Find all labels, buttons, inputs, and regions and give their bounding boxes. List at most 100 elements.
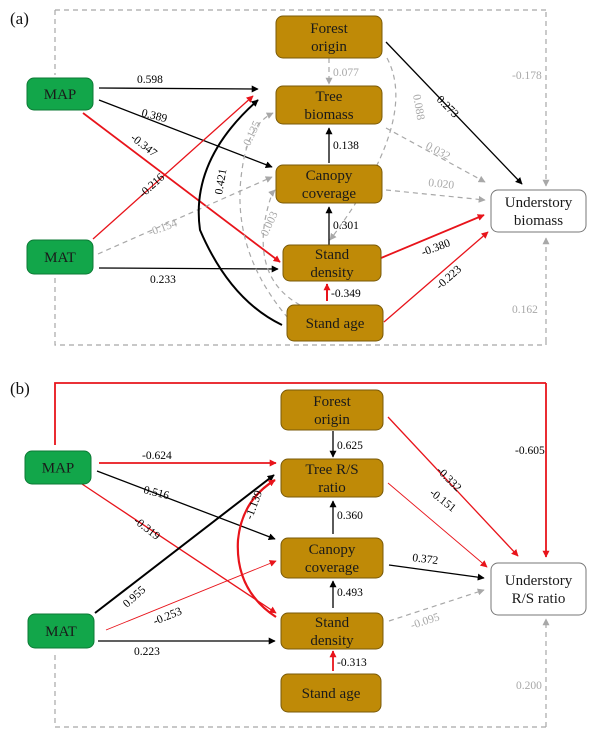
path-arrow [380,214,485,259]
node-label: density [310,265,354,281]
node-label: MAP [42,461,75,477]
path-forest_origin-to-tree: 0.077 [325,58,359,85]
path-coefficient: 0.389 [140,107,168,125]
panel-b: (b) -0.624 0.516 -0.319 0.955-0.253 0.223 0.62… [10,379,587,728]
path-arrow [262,189,301,306]
path-arrow [385,41,523,185]
node-label: MAT [44,250,76,266]
frame-line [54,278,547,346]
path-MAT-to-density: 0.223 [98,637,276,658]
path-forest_origin-to-density: 0.088 [329,57,426,241]
path-coefficient: -0.253 [152,605,184,627]
path-forest_origin-to-tree: 0.625 [329,431,363,458]
node-box [286,304,384,342]
path-coefficient: 0.516 [142,484,170,502]
path-age-to-tree: -0.135 [239,112,289,319]
path-density-to-tree: -1.139 [236,479,277,618]
path-arrow [388,564,485,581]
node-label: Stand age [306,316,365,332]
node-box [280,612,384,650]
node-canopy: Canopy coverage [275,164,383,204]
node-label: MAP [44,87,77,103]
path-arrow [98,265,279,273]
node-label: Tree R/S [305,462,358,478]
path-coefficient: -1.139 [244,489,266,521]
path-arrow [236,479,277,618]
node-tree: Tree R/S ratio [280,458,384,498]
node-box [275,164,383,204]
path-canopy-to-understory: 0.020 [385,177,486,203]
path-MAP-to-understory: -0.605 [515,383,550,558]
path-coefficient: -0.135 [240,119,264,151]
node-label: Tree [316,89,343,105]
node-box [26,239,94,275]
node-label: biomass [304,107,353,123]
path-arrow [385,127,486,183]
path-MAT-to-canopy: -0.154 [97,176,273,255]
path-forest_origin-to-understory: -0.332 [387,416,519,557]
path-coefficient: 0.003 [259,210,281,239]
path-coefficient: -0.178 [512,70,542,82]
panel-a: (a)0.5980.389-0.347-0.216-0.1540.2330.07… [10,9,587,346]
path-coefficient: 0.233 [150,274,176,286]
path-arrow [96,470,276,541]
node-label: MAT [45,624,77,640]
path-coefficient: 0.200 [516,680,542,692]
node-age: Stand age [280,673,382,713]
node-box [280,389,384,431]
node-MAT: MAT [27,613,95,649]
node-box [280,458,384,498]
path-density-to-canopy: 0.301 [325,206,359,245]
node-label: Stand [315,615,350,631]
path-coefficient: -0.347 [128,132,159,160]
node-label: origin [314,412,350,428]
path-age-to-tree: 0.421 [197,99,283,326]
path-coefficient: 0.032 [424,140,453,163]
path-coefficient: -0.095 [409,611,441,632]
path-MAT-to-density: 0.233 [98,265,279,286]
path-MAP-to-tree: 0.598 [98,74,259,93]
path-arrow [388,588,485,622]
node-label: Canopy [306,168,353,184]
node-age: Stand age [286,304,384,342]
path-canopy-to-tree: 0.360 [329,500,363,534]
node-label: Stand age [302,686,361,702]
node-label: coverage [302,186,356,202]
path-arrow [329,57,397,241]
node-tree: Tree biomass [275,85,383,125]
node-label: biomass [514,213,563,229]
path-arrow [197,99,283,326]
path-density-to-understory: -0.380 [380,214,485,259]
path-coefficient: -0.624 [142,450,172,462]
path-density-to-canopy: 0.493 [329,580,363,608]
node-box [24,450,92,485]
node-label: Forest [310,21,348,37]
node-MAT: MAT [26,239,94,275]
path-coefficient: -0.349 [331,288,361,300]
path-arrow [98,85,259,93]
path-coefficient: 0.955 [121,584,148,610]
path-arrow [383,231,489,323]
node-box [275,15,383,59]
path-arrow [92,95,254,240]
panel-label: (b) [10,379,30,398]
path-coefficient: -0.319 [131,515,162,543]
path-MAP-to-tree: -0.624 [99,450,277,467]
path-coefficient: -0.605 [515,445,545,457]
path-age-to-density: -0.313 [329,650,367,671]
node-box [280,673,382,713]
path-MAT-to-understory: 0.200 [516,618,550,727]
path-arrow [94,474,275,614]
path-MAT-to-tree: 0.955 [94,474,275,614]
node-label: Understory [505,573,573,589]
node-label: ratio [318,480,346,496]
path-coefficient: 0.138 [333,140,359,152]
node-label: Canopy [309,542,356,558]
